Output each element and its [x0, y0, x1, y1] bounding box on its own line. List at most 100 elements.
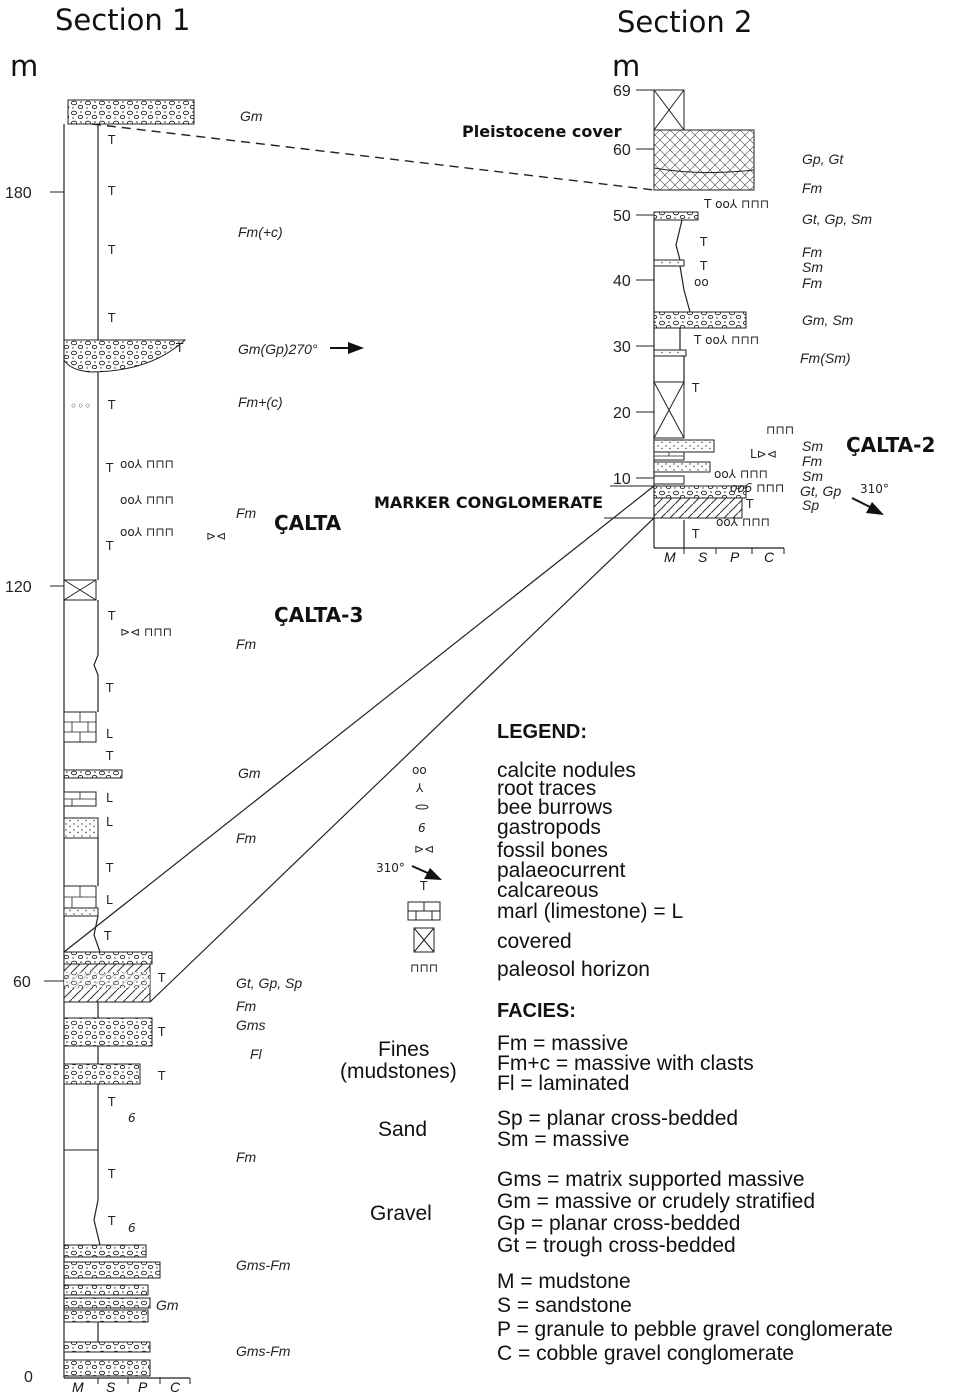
svg-text:T: T [157, 1025, 166, 1039]
s2-facies-gm-sm: Gm, Sm [802, 312, 854, 328]
svg-text:T: T [699, 259, 708, 273]
facies-sm: Sm = massive [497, 1128, 629, 1151]
legend-palaeocurrent: palaeocurrent [497, 859, 626, 882]
svg-text:⊳⊲: ⊳⊲ [206, 529, 226, 543]
s1-axis-s: S [106, 1379, 116, 1394]
s1-facies-fm-mid: Fm [236, 830, 257, 846]
s1-axis-m: M [72, 1379, 84, 1394]
legend-bee-burrows: bee burrows [497, 796, 613, 819]
legend: LEGEND: oo calcite nodules ⅄ root traces… [340, 721, 893, 1365]
s1-facies-gms-fm-2: Gms-Fm [236, 1343, 291, 1359]
facies-gm: Gm = massive or crudely stratified [497, 1190, 815, 1213]
site-label-calta-2: ÇALTA-2 [846, 433, 935, 457]
s2-facies-fm-4: Fm [802, 453, 823, 469]
s1-tick-180: 180 [5, 185, 32, 202]
svg-text:T: T [107, 243, 116, 257]
svg-text:T oo⅄ ⊓⊓⊓: T oo⅄ ⊓⊓⊓ [693, 333, 759, 347]
grain-size-m: M = mudstone [497, 1270, 631, 1293]
svg-text:oo⅄ ⊓⊓⊓: oo⅄ ⊓⊓⊓ [120, 525, 174, 539]
facies-fm-c: Fm+c = massive with clasts [497, 1052, 754, 1075]
s1-facies-gms-fm-1: Gms-Fm [236, 1257, 291, 1273]
facies-fl: Fl = laminated [497, 1072, 629, 1095]
s2-tick-20: 20 [613, 405, 631, 422]
s1-facies-gms: Gms [236, 1017, 266, 1033]
svg-text:T: T [691, 527, 700, 541]
section-2-column [653, 89, 785, 554]
group-fines-label: Fines [378, 1038, 429, 1061]
s2-axis-s: S [698, 549, 708, 565]
facies-gt: Gt = trough cross-bedded [497, 1234, 736, 1257]
covered-icon [413, 927, 435, 953]
legend-root-traces: root traces [497, 777, 596, 800]
section-1-ticks: 180 120 60 0 [5, 185, 64, 1386]
s2-axis-c: C [764, 549, 775, 565]
section-1-palaeocurrent-arrow [330, 342, 364, 354]
s2-facies-gt-gp-sm: Gt, Gp, Sm [802, 211, 872, 227]
facies-title: FACIES: [497, 1000, 576, 1022]
s2-facies-sp: Sp [802, 497, 819, 513]
s1-facies-fm-calta3: Fm [236, 636, 257, 652]
legend-fossil-bones: fossil bones [497, 839, 608, 862]
facies-gp: Gp = planar cross-bedded [497, 1212, 740, 1235]
facies-fm: Fm = massive [497, 1032, 628, 1055]
s2-tick-30: 30 [613, 339, 631, 356]
svg-text:L: L [106, 893, 113, 907]
svg-text:oo: oo [694, 275, 709, 289]
svg-text:T: T [699, 235, 708, 249]
svg-text:L: L [106, 815, 113, 829]
s1-axis-c: C [170, 1379, 181, 1394]
s1-axis-p: P [138, 1379, 148, 1394]
svg-text:oo6 ⊓⊓⊓: oo6 ⊓⊓⊓ [730, 481, 784, 495]
facies-sp: Sp = planar cross-bedded [497, 1107, 738, 1130]
s1-facies-fl: Fl [250, 1046, 263, 1062]
facies-gms: Gms = matrix supported massive [497, 1168, 805, 1191]
legend-gastropods: gastropods [497, 816, 601, 839]
section-2-ticks: 69 60 50 40 30 20 10 [613, 83, 654, 488]
svg-text:6: 6 [128, 1221, 136, 1235]
s1-facies-fm-plus-c: Fm+(c) [238, 394, 283, 410]
svg-text:T: T [107, 311, 116, 325]
correlation-lines [63, 123, 655, 1003]
svg-text:T: T [107, 1214, 116, 1228]
grain-size-c: C = cobble gravel conglomerate [497, 1342, 794, 1365]
section-2-palaeocurrent-arrow [851, 497, 884, 515]
svg-text:◦◦◦: ◦◦◦ [70, 399, 91, 413]
s2-tick-40: 40 [613, 273, 631, 290]
svg-text:T: T [691, 381, 700, 395]
s2-tick-50: 50 [613, 208, 631, 225]
svg-text:T: T [107, 133, 116, 147]
legend-calcite-nodules: calcite nodules [497, 759, 636, 782]
svg-text:T oo⅄ ⊓⊓⊓: T oo⅄ ⊓⊓⊓ [703, 197, 769, 211]
marl-icon [407, 901, 441, 921]
svg-text:T: T [175, 341, 184, 355]
s2-facies-fm-sm: Fm(Sm) [800, 350, 851, 366]
svg-text:oo⅄ ⊓⊓⊓: oo⅄ ⊓⊓⊓ [120, 493, 174, 507]
svg-text:6: 6 [128, 1111, 136, 1125]
legend-marl: marl (limestone) = L [497, 900, 683, 923]
palaeocurrent-arrow-icon [411, 865, 442, 880]
svg-text:T: T [105, 539, 114, 553]
section-2-title: Section 2 [617, 5, 752, 39]
legend-paleosol: paleosol horizon [497, 958, 650, 981]
s1-facies-fm-lower: Fm [236, 998, 257, 1014]
legend-covered: covered [497, 930, 572, 953]
svg-text:L: L [106, 727, 113, 741]
section-2-symbols: T oo⅄ ⊓⊓⊓ T T oo T oo⅄ ⊓⊓⊓ T ⊓⊓⊓ L⊳⊲ oo⅄… [691, 197, 794, 541]
section-1-symbols: oo⅄ ⊓⊓⊓ oo⅄ ⊓⊓⊓ oo⅄ ⊓⊓⊓ ⊳⊲ ⊓⊓⊓ ⊳⊲ ◦◦◦ 6 … [70, 399, 226, 1235]
s2-palaeocurrent-value: 310° [860, 482, 889, 496]
svg-text:T: T [157, 971, 166, 985]
svg-text:⊳⊲ ⊓⊓⊓: ⊳⊲ ⊓⊓⊓ [120, 625, 172, 639]
root-traces-icon: ⅄ [415, 781, 424, 795]
s1-tick-0: 0 [24, 1369, 33, 1386]
pleistocene-cover-label: Pleistocene cover [462, 122, 622, 141]
legend-palaeocurrent-value: 310° [376, 861, 405, 875]
legend-calcareous: calcareous [497, 879, 599, 902]
s2-facies-sm-2: Sm [802, 259, 823, 275]
svg-text:T: T [107, 1095, 116, 1109]
paleosol-icon: ⊓⊓⊓ [410, 961, 438, 975]
s2-facies-fm-3: Fm [802, 275, 823, 291]
svg-text:oo⅄ ⊓⊓⊓: oo⅄ ⊓⊓⊓ [120, 457, 174, 471]
s2-tick-69: 69 [613, 83, 631, 100]
calcareous-icon: T [419, 879, 428, 893]
